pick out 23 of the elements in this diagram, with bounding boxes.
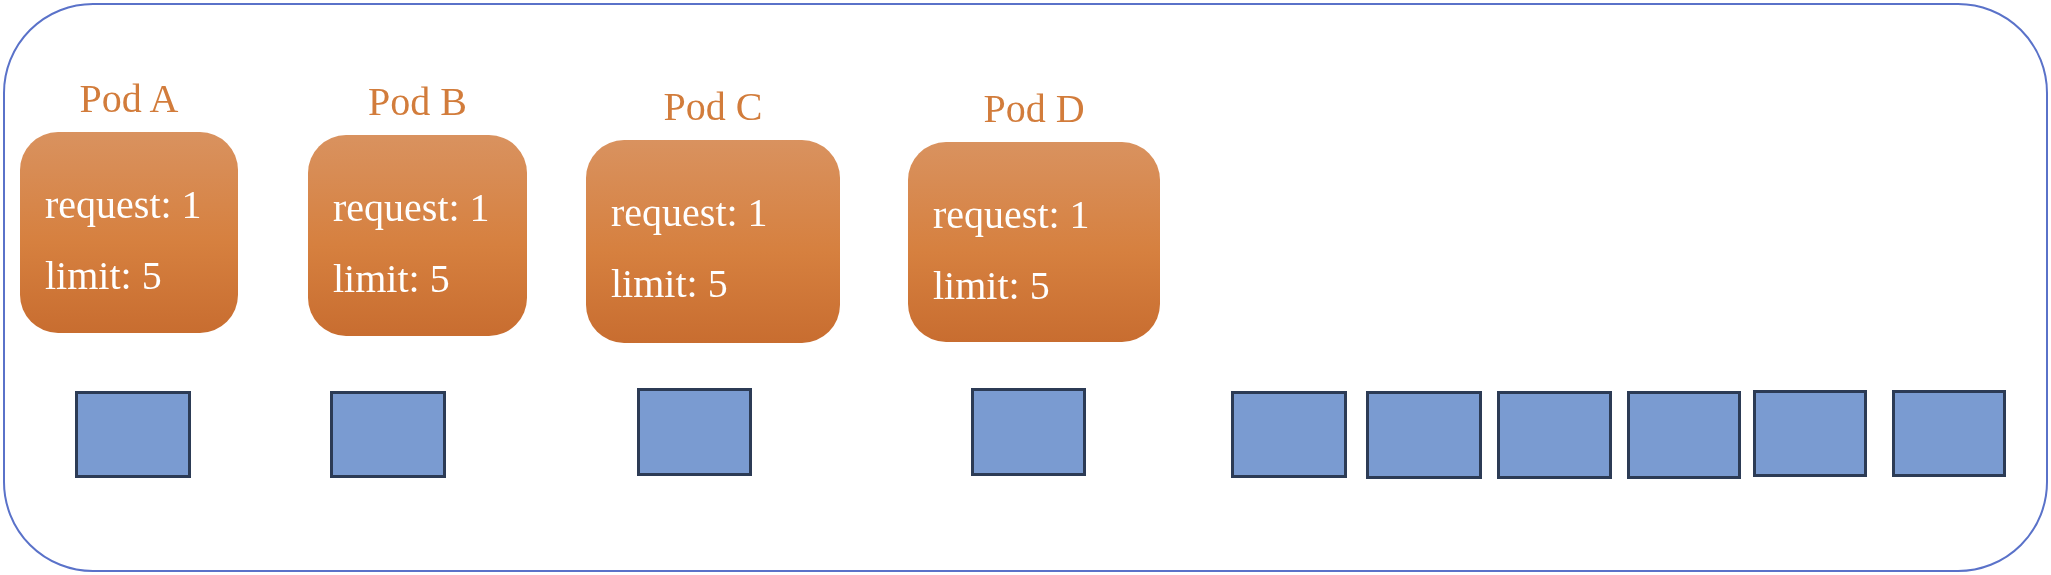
rounded-frame <box>3 3 2048 572</box>
square-block <box>1497 391 1612 479</box>
request-text: request: 1 <box>933 195 1090 235</box>
request-text: request: 1 <box>45 185 202 225</box>
limit-text: limit: 5 <box>611 264 728 304</box>
square-block <box>971 388 1086 476</box>
request-text: request: 1 <box>333 188 490 228</box>
square-block <box>75 391 191 478</box>
square-block <box>330 391 446 478</box>
pod-title: Pod B <box>368 82 467 122</box>
limit-text: limit: 5 <box>333 259 450 299</box>
square-block <box>1627 391 1741 479</box>
limit-text: limit: 5 <box>45 256 162 296</box>
square-block <box>637 388 752 476</box>
square-block <box>1892 390 2006 477</box>
square-block <box>1366 391 1482 479</box>
pod-title: Pod C <box>663 87 763 127</box>
square-block <box>1753 390 1867 477</box>
pod-title: Pod D <box>983 89 1085 129</box>
square-block <box>1231 391 1347 478</box>
limit-text: limit: 5 <box>933 266 1050 306</box>
request-text: request: 1 <box>611 193 768 233</box>
pod-title: Pod A <box>79 79 179 119</box>
